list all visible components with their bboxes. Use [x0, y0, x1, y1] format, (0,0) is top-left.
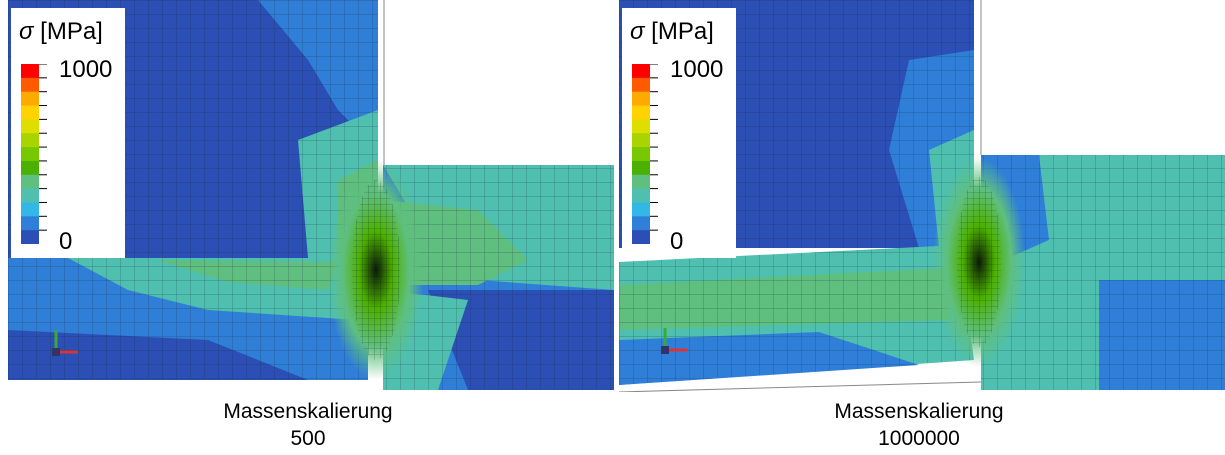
legend-min-label: 0 [670, 228, 684, 255]
color-bar-segment [21, 174, 39, 190]
legend-title: σ [MPa] [630, 18, 714, 46]
stress-plot-right: σ [MPa] 1000 0 [619, 0, 1225, 392]
caption-title: Massenskalierung [223, 400, 393, 423]
color-bar-segment [632, 119, 650, 134]
caption-right: Massenskalierung 1000000 [769, 398, 1069, 452]
color-bar-segment [632, 188, 650, 203]
sigma-symbol: σ [19, 18, 34, 45]
color-bar-segment [632, 64, 650, 79]
caption-value: 1000000 [878, 427, 960, 450]
color-bar-segment [632, 174, 650, 190]
color-bar-segment [21, 91, 39, 107]
color-bar-segment [632, 133, 650, 148]
color-bar-segment [632, 216, 650, 231]
color-bar-segment [21, 230, 39, 244]
color-bar-segment [21, 133, 39, 148]
color-bar [21, 64, 47, 244]
color-bar-segment [21, 64, 39, 79]
color-bar-segment [632, 77, 650, 93]
legend-max-label: 1000 [670, 56, 724, 83]
caption-left: Massenskalierung 500 [158, 398, 458, 452]
legend-max-label: 1000 [59, 56, 113, 83]
color-bar-segment [632, 230, 650, 244]
color-bar-segment [21, 77, 39, 93]
color-bar-segment [632, 105, 650, 120]
legend-unit: [MPa] [651, 18, 714, 45]
color-bar-segment [21, 147, 39, 162]
color-bar [632, 64, 658, 244]
stress-plot-left: σ [MPa] 1000 0 [8, 0, 614, 392]
color-bar-segment [632, 160, 650, 176]
caption-value: 500 [290, 427, 326, 450]
legend-title: σ [MPa] [19, 18, 103, 46]
color-scale-legend: σ [MPa] 1000 0 [622, 8, 736, 258]
color-bar-segment [21, 160, 39, 176]
legend-min-label: 0 [59, 228, 73, 255]
color-bar-segment [632, 147, 650, 162]
color-bar-segment [21, 216, 39, 231]
legend-unit: [MPa] [40, 18, 103, 45]
color-bar-segment [21, 202, 39, 217]
color-bar-segment [21, 188, 39, 203]
color-bar-segment [21, 105, 39, 120]
sigma-symbol: σ [630, 18, 645, 45]
color-bar-segment [21, 119, 39, 134]
color-bar-segment [632, 91, 650, 107]
caption-title: Massenskalierung [834, 400, 1004, 423]
color-bar-segment [632, 202, 650, 217]
color-scale-legend: σ [MPa] 1000 0 [11, 8, 125, 258]
fem-stress-field-left [8, 0, 614, 392]
